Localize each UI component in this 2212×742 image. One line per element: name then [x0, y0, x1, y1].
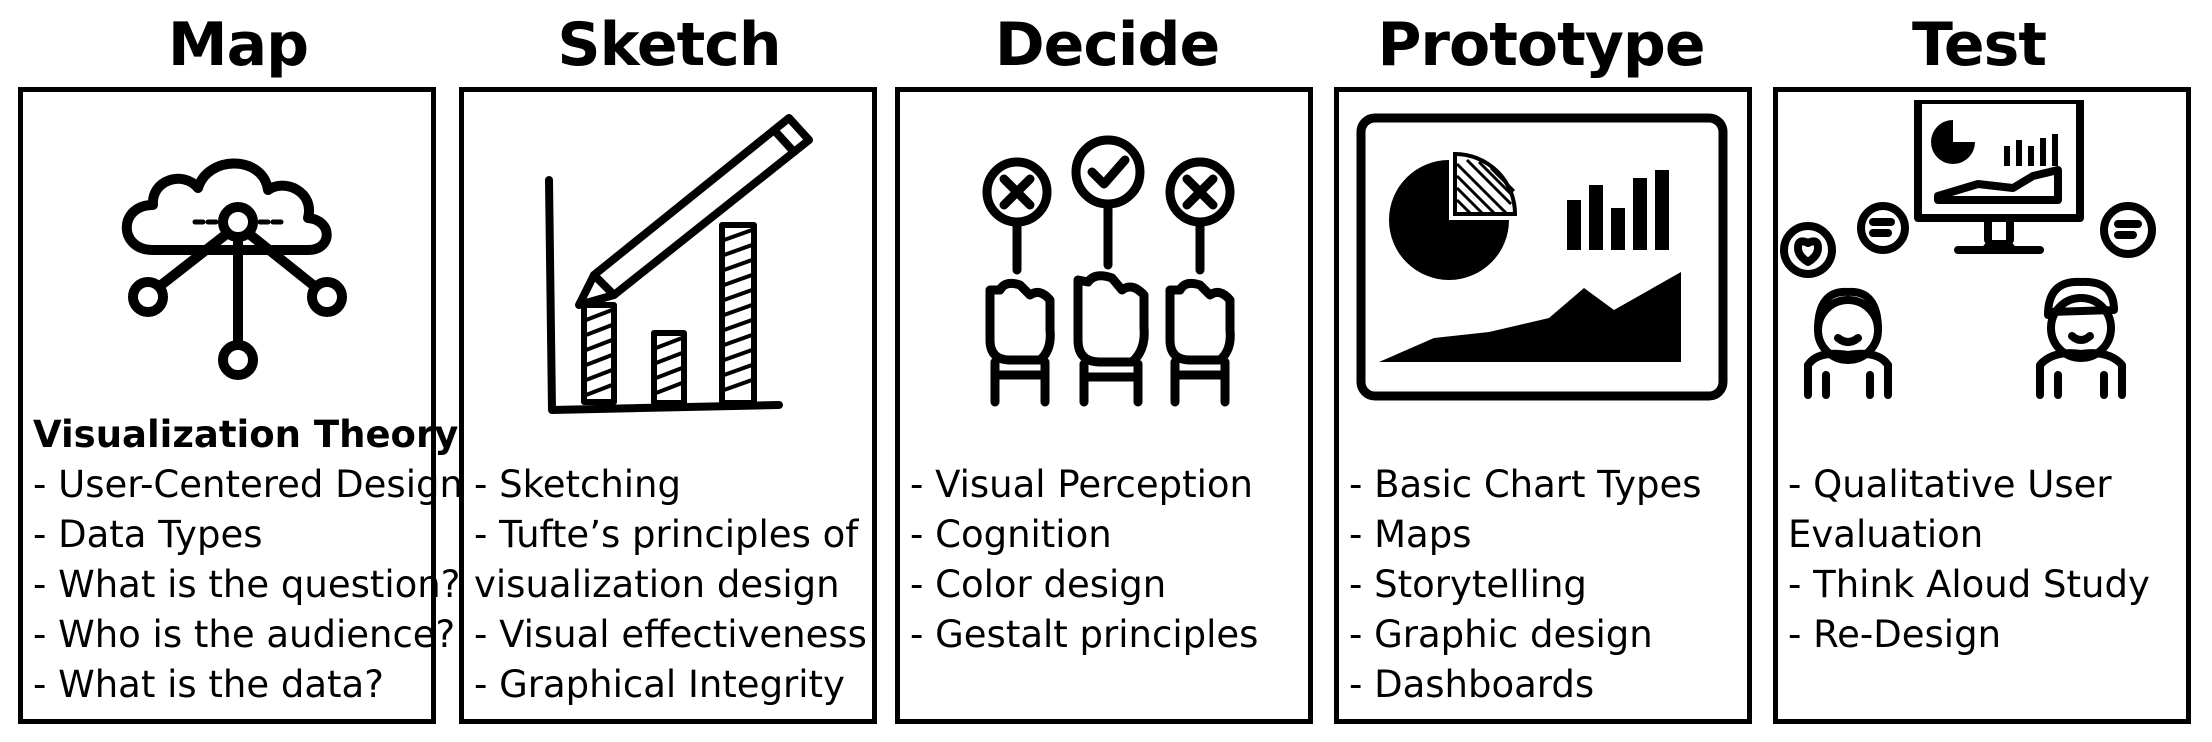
- theory-heading: Visualization Theory:: [33, 413, 474, 456]
- map-text: Visualization Theory: - User-Centered De…: [33, 410, 474, 710]
- column-title-map: Map: [167, 10, 309, 80]
- test-text: - Qualitative User Evaluation - Think Al…: [1788, 460, 2180, 660]
- list-item: - What is the question?: [33, 563, 461, 606]
- list-item: - Maps: [1349, 513, 1472, 556]
- panel-decide: - Visual Perception - Cognition - Color …: [895, 87, 1313, 724]
- list-item: - Basic Chart Types: [1349, 463, 1702, 506]
- column-title-decide: Decide: [994, 10, 1220, 80]
- column-title-test: Test: [1911, 10, 2047, 80]
- list-item: - Visual effectiveness: [474, 613, 867, 656]
- list-item: - Think Aloud Study: [1788, 563, 2150, 606]
- column-title-prototype: Prototype: [1377, 10, 1705, 80]
- list-item: - Qualitative User: [1788, 463, 2112, 506]
- panel-sketch: - Sketching - Tufte’s principles of visu…: [459, 87, 877, 724]
- list-item: - Sketching: [474, 463, 681, 506]
- cloud-network-icon: [23, 100, 431, 430]
- panel-test: - Qualitative User Evaluation - Think Al…: [1773, 87, 2191, 724]
- list-item: - Re-Design: [1788, 613, 2002, 656]
- voting-hands-icon: [900, 100, 1308, 430]
- list-item: - Dashboards: [1349, 663, 1595, 706]
- list-item: - User-Centered Design: [33, 463, 463, 506]
- user-testing-icon: [1778, 100, 2186, 430]
- dashboard-charts-icon: [1339, 100, 1747, 430]
- list-item: - Graphical Integrity: [474, 663, 845, 706]
- list-item: - Data Types: [33, 513, 263, 556]
- panel-map: Visualization Theory: - User-Centered De…: [18, 87, 474, 724]
- decide-text: - Visual Perception - Cognition - Color …: [910, 460, 1302, 660]
- list-item: - Graphic design: [1349, 613, 1653, 656]
- sketch-text: - Sketching - Tufte’s principles of visu…: [474, 460, 867, 710]
- list-item: Evaluation: [1788, 513, 1984, 556]
- list-item: - What is the data?: [33, 663, 384, 706]
- list-item: - Color design: [910, 563, 1167, 606]
- pencil-bar-chart-sketch-icon: [464, 100, 872, 430]
- prototype-text: - Basic Chart Types - Maps - Storytellin…: [1349, 460, 1741, 710]
- list-item: - Gestalt principles: [910, 613, 1259, 656]
- list-item: visualization design: [474, 563, 840, 606]
- panel-prototype: - Basic Chart Types - Maps - Storytellin…: [1334, 87, 1752, 724]
- list-item: - Visual Perception: [910, 463, 1253, 506]
- column-title-sketch: Sketch: [557, 10, 781, 80]
- list-item: - Tufte’s principles of: [474, 513, 859, 556]
- list-item: - Who is the audience?: [33, 613, 456, 656]
- list-item: - Cognition: [910, 513, 1112, 556]
- list-item: - Storytelling: [1349, 563, 1587, 606]
